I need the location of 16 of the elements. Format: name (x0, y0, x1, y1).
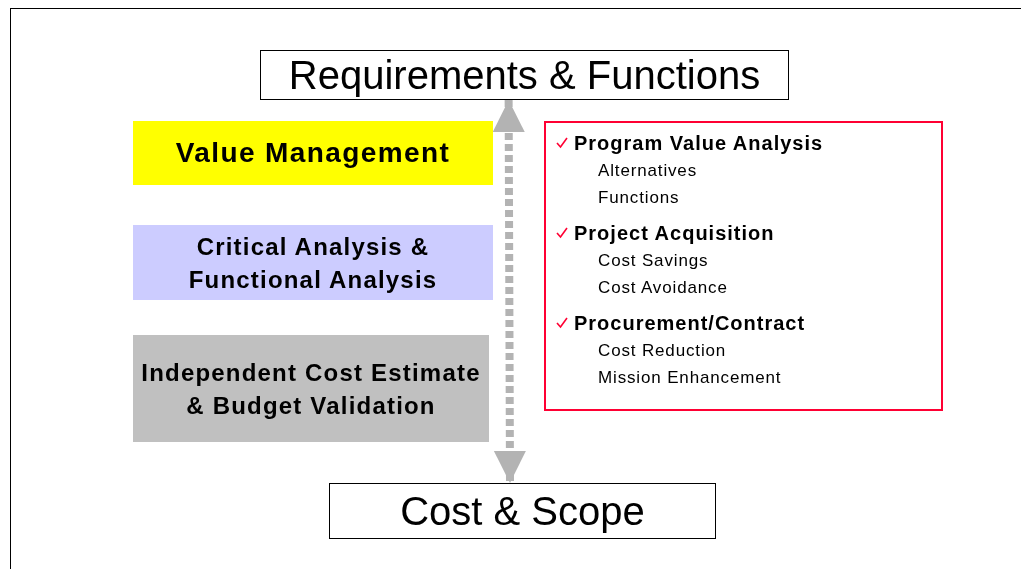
section-heading: Procurement/Contract (574, 311, 806, 336)
process-box: Independent Cost Estimate & Budget Validation (133, 335, 489, 442)
process-box: Value Management (133, 121, 493, 185)
list-item: Cost Avoidance (598, 277, 728, 299)
title-box: Requirements & Functions (260, 50, 789, 100)
list-item: Cost Reduction (598, 340, 727, 362)
process-box: Critical Analysis & Functional Analysis (133, 225, 493, 300)
checklist-box (544, 121, 943, 411)
result-box: Cost & Scope (329, 483, 716, 539)
list-item: Alternatives (598, 160, 698, 182)
section-heading: Project Acquisition (574, 221, 775, 246)
section-heading: Program Value Analysis (574, 131, 824, 156)
double-arrow (492, 100, 526, 483)
list-item: Mission Enhancement (598, 367, 782, 389)
list-item: Cost Savings (598, 250, 709, 272)
list-item: Functions (598, 187, 680, 209)
